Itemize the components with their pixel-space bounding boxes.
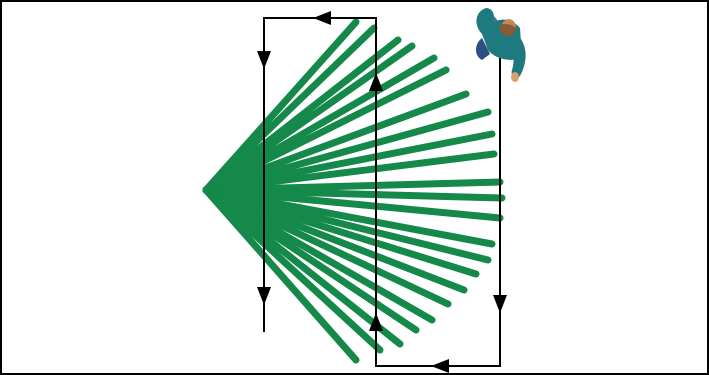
person-right-hand xyxy=(511,72,519,82)
